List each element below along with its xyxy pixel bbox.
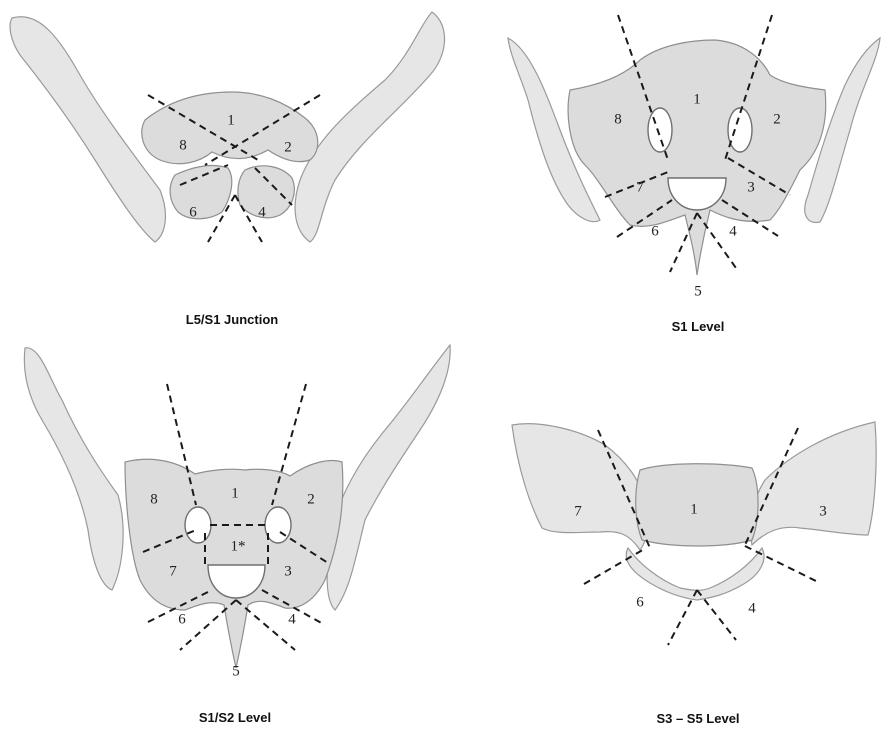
zone-label: 4	[288, 611, 296, 627]
zone-label: 8	[150, 491, 158, 507]
right-ilium	[327, 345, 450, 610]
zone-label: 7	[169, 563, 177, 579]
caption-s1-s2: S1/S2 Level	[115, 710, 355, 725]
zone-label: 6	[651, 223, 659, 239]
zone-label: 6	[636, 594, 644, 610]
zone-label: 5	[232, 663, 240, 679]
l5-left-lamina	[170, 166, 232, 219]
zone-label: 1	[231, 485, 239, 501]
zone-label: 4	[729, 223, 737, 239]
zone-label: 8	[614, 111, 622, 127]
foramen-left	[185, 507, 211, 543]
panel-s1: 1 2 3 4 5 6 7 8	[508, 15, 880, 299]
zone-label: 3	[819, 503, 827, 519]
zone-label: 6	[189, 204, 197, 220]
zone-label: 2	[773, 111, 781, 127]
l5-right-lamina	[238, 166, 294, 218]
panel-s3-s5: 1 3 4 6 7	[512, 422, 876, 645]
zone-label: 2	[284, 139, 292, 155]
zone-label: 1*	[231, 538, 246, 554]
right-wing	[751, 422, 877, 545]
sacrum-s1	[568, 40, 826, 275]
zone-label: 7	[636, 179, 644, 195]
foramen-left	[648, 108, 672, 152]
zone-label: 6	[178, 611, 186, 627]
zone-label: 8	[179, 137, 187, 153]
zone-label: 7	[574, 503, 582, 519]
foramen-right	[728, 108, 752, 152]
zone-label: 1	[690, 501, 698, 517]
zone-label: 4	[258, 204, 266, 220]
caption-l5-s1: L5/S1 Junction	[112, 312, 352, 327]
zone-label: 5	[694, 283, 702, 299]
zone-label: 4	[748, 600, 756, 616]
zone-label: 2	[307, 491, 315, 507]
caption-s3-s5: S3 – S5 Level	[578, 711, 818, 726]
left-ilium	[24, 348, 123, 590]
zone-label: 3	[284, 563, 292, 579]
zone-label: 3	[747, 179, 755, 195]
panel-l5-s1: 1 2 4 6 8	[10, 12, 444, 242]
panel-s1-s2: 1 1* 2 3 4 5 6 7 8	[24, 345, 450, 679]
right-ilium	[295, 12, 445, 242]
caption-s1: S1 Level	[578, 319, 818, 334]
zone-label: 1	[227, 112, 235, 128]
zone-label: 1	[693, 91, 701, 107]
left-wing	[512, 424, 648, 550]
